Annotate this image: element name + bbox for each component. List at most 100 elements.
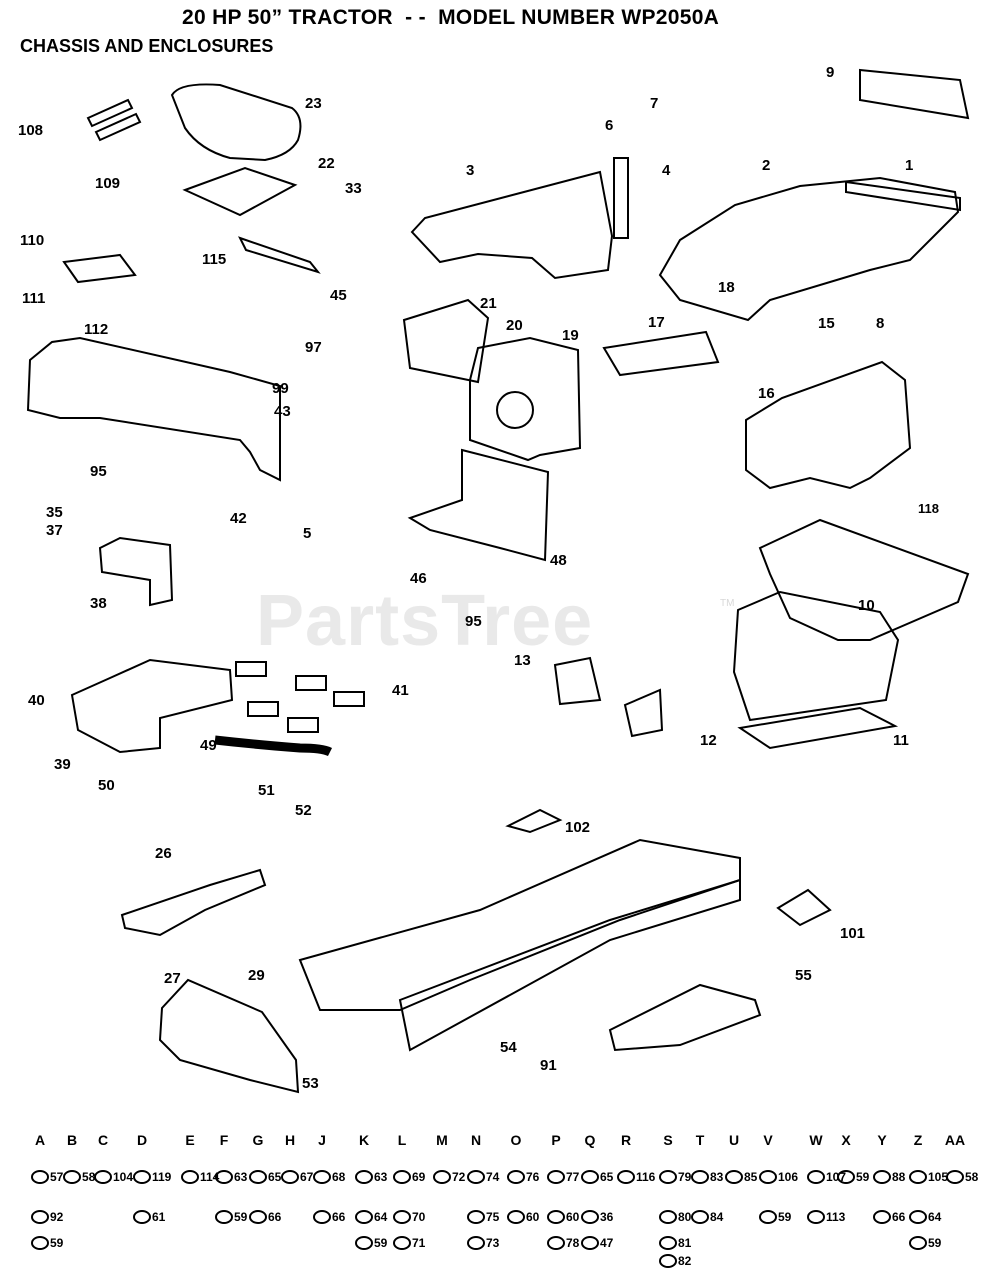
fastener-icon (355, 1210, 373, 1224)
hardware-part-number: 85 (744, 1170, 758, 1184)
hardware-letter: C (97, 1132, 109, 1148)
callout: 40 (28, 692, 45, 709)
fastener-icon (759, 1170, 777, 1184)
fastener-icon (581, 1210, 599, 1224)
hardware-part-number: 107 (826, 1170, 847, 1184)
hardware-part-number: 57 (50, 1170, 64, 1184)
hardware-part-number: 65 (600, 1170, 614, 1184)
hardware-part-number: 104 (113, 1170, 134, 1184)
fastener-icon (547, 1210, 565, 1224)
hardware-part-number: 77 (566, 1170, 580, 1184)
fastener-icon (759, 1210, 777, 1224)
hardware-letter: O (510, 1132, 522, 1148)
hardware-part-number: 73 (486, 1236, 500, 1250)
part-footrest-right (608, 983, 762, 1052)
callout: 43 (274, 403, 291, 420)
hardware-letter: F (219, 1132, 229, 1148)
fastener-icon (946, 1170, 964, 1184)
hardware-part-number: 79 (678, 1170, 692, 1184)
callout: 22 (318, 155, 335, 172)
part-bracket-13 (553, 656, 602, 706)
hardware-part-number: 82 (678, 1254, 692, 1268)
fastener-icon (433, 1170, 451, 1184)
hardware-letter: J (318, 1132, 326, 1148)
hardware-part-number: 113 (826, 1210, 846, 1224)
part-frame (298, 838, 741, 1011)
hardware-part-number: 74 (486, 1170, 500, 1184)
part-mat-118 (758, 518, 970, 641)
callout-labels: 108 23 22 109 110 33 111 112 115 45 97 9… (18, 64, 939, 1092)
fastener-icon (63, 1170, 81, 1184)
hardware-part-number: 60 (526, 1210, 540, 1224)
hardware-letter: D (136, 1132, 148, 1148)
part-hose (214, 735, 333, 757)
fastener-icon (393, 1170, 411, 1184)
part-plate-53 (158, 978, 300, 1094)
part-seat-rails (86, 98, 142, 142)
callout: 51 (258, 782, 275, 799)
callout: 38 (90, 595, 107, 612)
hardware-part-number: 66 (332, 1210, 346, 1224)
callout: 12 (700, 732, 717, 749)
fastener-icon (133, 1210, 151, 1224)
callout: 118 (918, 501, 939, 516)
hardware-part-number: 67 (300, 1170, 314, 1184)
callout: 23 (305, 95, 322, 112)
fastener-icon (547, 1170, 565, 1184)
fastener-icon (617, 1170, 635, 1184)
hardware-letter: L (397, 1132, 407, 1148)
hardware-letter: N (470, 1132, 482, 1148)
hardware-part-number: 58 (965, 1170, 979, 1184)
callout: 95 (90, 463, 107, 480)
hardware-letter: M (436, 1132, 448, 1148)
part-hood (658, 176, 960, 322)
fastener-icon (355, 1170, 373, 1184)
hardware-part-number: 61 (152, 1210, 166, 1224)
fastener-icon (909, 1170, 927, 1184)
callout: 9 (826, 64, 834, 81)
callout: 29 (248, 967, 265, 984)
fastener-icon (507, 1210, 525, 1224)
callout: 6 (605, 117, 613, 134)
hardware-letter: H (284, 1132, 296, 1148)
part-seat-pan (182, 166, 298, 217)
part-seat (170, 83, 302, 162)
callout: 49 (200, 737, 217, 754)
part-fender-left (410, 170, 614, 280)
fastener-icon (873, 1210, 891, 1224)
callout: 91 (540, 1057, 557, 1074)
hardware-part-number: 78 (566, 1236, 580, 1250)
callout: 95 (465, 613, 482, 630)
callout: 27 (164, 970, 181, 987)
hardware-letter: Q (584, 1132, 596, 1148)
callout: 1 (905, 157, 913, 174)
fastener-icon (873, 1170, 891, 1184)
hardware-letter: X (841, 1132, 851, 1148)
callout: 55 (795, 967, 812, 984)
hardware-part-number: 105 (928, 1170, 949, 1184)
callout: 13 (514, 652, 531, 669)
callout: 4 (662, 162, 671, 179)
callout: 48 (550, 552, 567, 569)
fastener-icon (467, 1170, 485, 1184)
callout: 35 (46, 504, 63, 521)
hardware-letter: A (34, 1132, 46, 1148)
fastener-icon (249, 1170, 267, 1184)
part-outlines (26, 68, 970, 1094)
part-plate-21 (402, 298, 490, 384)
watermark: PartsTree (256, 581, 594, 661)
part-side-panel (745, 360, 912, 490)
hardware-part-number: 59 (928, 1236, 942, 1250)
callout: 11 (893, 732, 909, 749)
callout: 115 (202, 251, 226, 268)
fastener-icon (547, 1236, 565, 1250)
fastener-icon (31, 1170, 49, 1184)
hardware-letter: U (728, 1132, 740, 1148)
fastener-icon (807, 1170, 825, 1184)
hardware-letter: W (809, 1132, 823, 1148)
hardware-letter: S (663, 1132, 673, 1148)
fastener-icon (659, 1254, 677, 1268)
hardware-letter: K (358, 1132, 370, 1148)
hardware-part-number: 116 (636, 1170, 656, 1184)
